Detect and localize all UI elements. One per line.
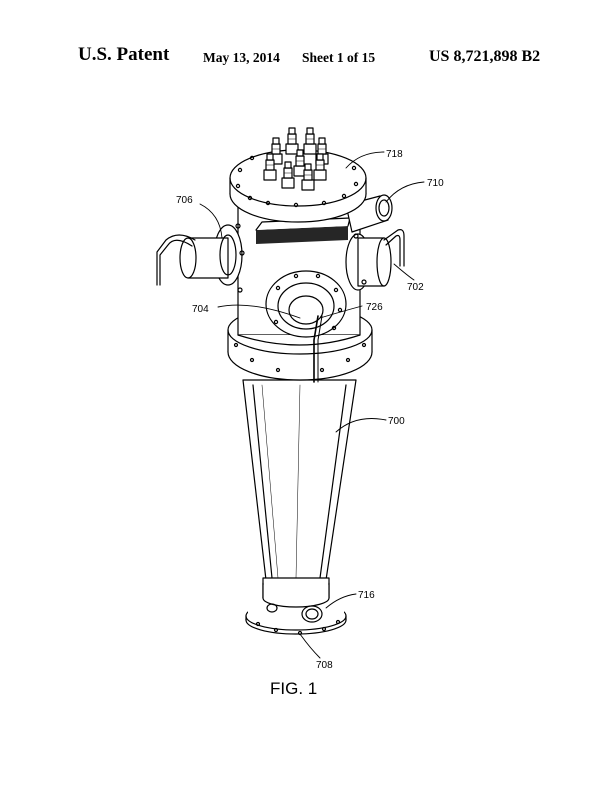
nozzle-fitting xyxy=(293,149,307,177)
nozzle-fitting xyxy=(313,153,327,181)
patent-date: May 13, 2014 xyxy=(203,50,280,65)
ref-708: 708 xyxy=(316,660,333,671)
ref-726: 726 xyxy=(366,302,383,313)
nozzle-fitting xyxy=(285,127,299,155)
ref-702: 702 xyxy=(407,282,424,293)
nozzle-fitting xyxy=(303,127,317,155)
side-port-706 xyxy=(156,223,245,293)
ref-706: 706 xyxy=(176,195,193,206)
top-flange-718 xyxy=(229,149,367,223)
nozzle-fitting xyxy=(263,153,277,181)
front-port-704-726 xyxy=(265,270,347,383)
ref-704: 704 xyxy=(192,304,209,315)
patent-number: US 8,721,898 B2 xyxy=(429,48,541,65)
side-port-710-702 xyxy=(345,194,405,291)
conical-body xyxy=(242,379,357,581)
ref-700: 700 xyxy=(388,416,405,427)
ref-716: 716 xyxy=(358,590,375,601)
nozzle-fitting xyxy=(269,137,283,165)
sheet-number: Sheet 1 of 15 xyxy=(302,50,376,65)
bottom-outlet-assembly xyxy=(245,577,347,636)
ref-718: 718 xyxy=(386,149,403,160)
figure-label: FIG. 1 xyxy=(270,679,317,698)
ref-710: 710 xyxy=(427,178,444,189)
nozzle-fitting xyxy=(301,163,315,191)
leader-lines xyxy=(199,151,425,659)
patent-title: U.S. Patent xyxy=(78,44,170,65)
nozzle-fitting xyxy=(281,161,295,189)
top-fittings xyxy=(263,127,329,191)
